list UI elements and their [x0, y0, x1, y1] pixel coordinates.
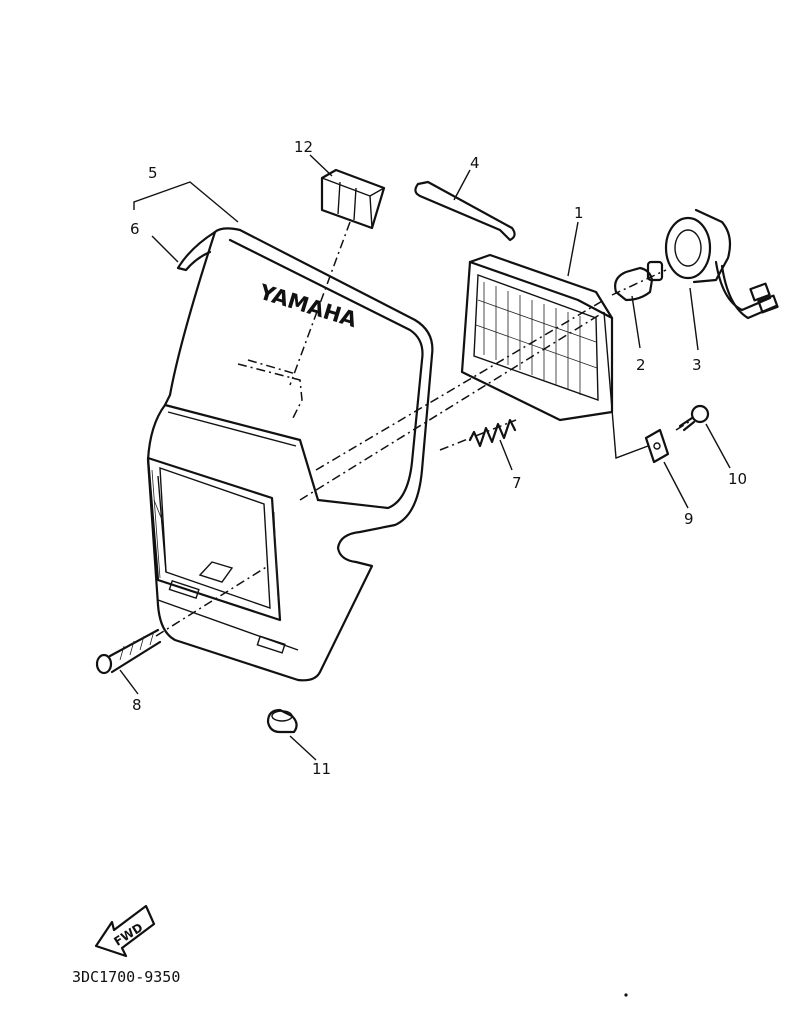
bulb-socket	[664, 208, 779, 320]
rubber-strap	[414, 180, 516, 242]
stray-mark	[624, 993, 628, 997]
cowl-brand-lettering: YAMAHA	[256, 280, 361, 333]
square-nut	[644, 428, 670, 464]
callout-numbers: 1 2 3 4 5 6 7 8 9 10 11 12	[130, 138, 747, 778]
cushion-pad	[320, 168, 386, 230]
headlight-unit	[460, 253, 614, 422]
callout-3: 3	[692, 356, 702, 374]
diagram-part-code: 3DC1700-9350	[72, 968, 180, 986]
callout-5: 5	[148, 164, 158, 182]
callout-1: 1	[574, 204, 584, 222]
callout-6: 6	[130, 220, 140, 238]
adjusting-spring	[468, 418, 517, 448]
callout-12: 12	[294, 138, 313, 156]
small-screw	[678, 404, 710, 432]
callout-8: 8	[132, 696, 142, 714]
callout-4: 4	[470, 154, 480, 172]
callout-11: 11	[312, 760, 331, 778]
assembly-guide-lines	[155, 221, 693, 637]
headlight-bulb	[614, 260, 664, 302]
grommet	[266, 708, 298, 734]
adjusting-screw	[95, 628, 162, 675]
callout-10: 10	[728, 470, 747, 488]
callout-leaders	[119, 154, 731, 761]
callout-7: 7	[512, 474, 522, 492]
headlight-cowl: YAMAHA	[146, 227, 434, 682]
callout-2: 2	[636, 356, 646, 374]
callout-9: 9	[684, 510, 694, 528]
forward-direction-arrow: FWD	[94, 904, 156, 958]
